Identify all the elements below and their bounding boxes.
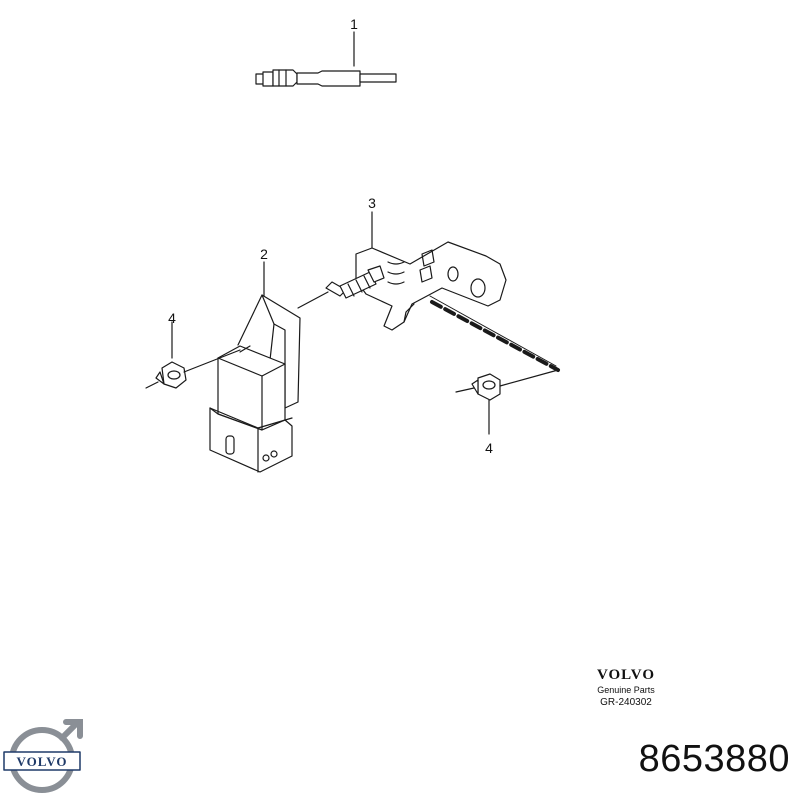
nut-part-4-right — [455, 369, 559, 435]
glow-plug-part-1 — [255, 31, 397, 87]
brand-name: VOLVO — [596, 667, 656, 683]
callout-4-left: 4 — [168, 310, 176, 326]
callout-1: 1 — [350, 16, 358, 32]
nut-part-4-left — [145, 321, 241, 389]
volvo-logo-text: VOLVO — [17, 754, 68, 769]
callout-2: 2 — [260, 246, 268, 262]
callout-3: 3 — [368, 195, 376, 211]
volvo-iron-mark-icon — [3, 719, 83, 793]
callout-4-right: 4 — [485, 440, 493, 456]
bracket-part-3 — [297, 211, 560, 372]
part-number: 8653880 — [638, 738, 790, 780]
brand-code: GR-240302 — [600, 697, 652, 708]
relay-part-2 — [209, 261, 301, 473]
brand-subtitle: Genuine Parts — [597, 685, 655, 695]
